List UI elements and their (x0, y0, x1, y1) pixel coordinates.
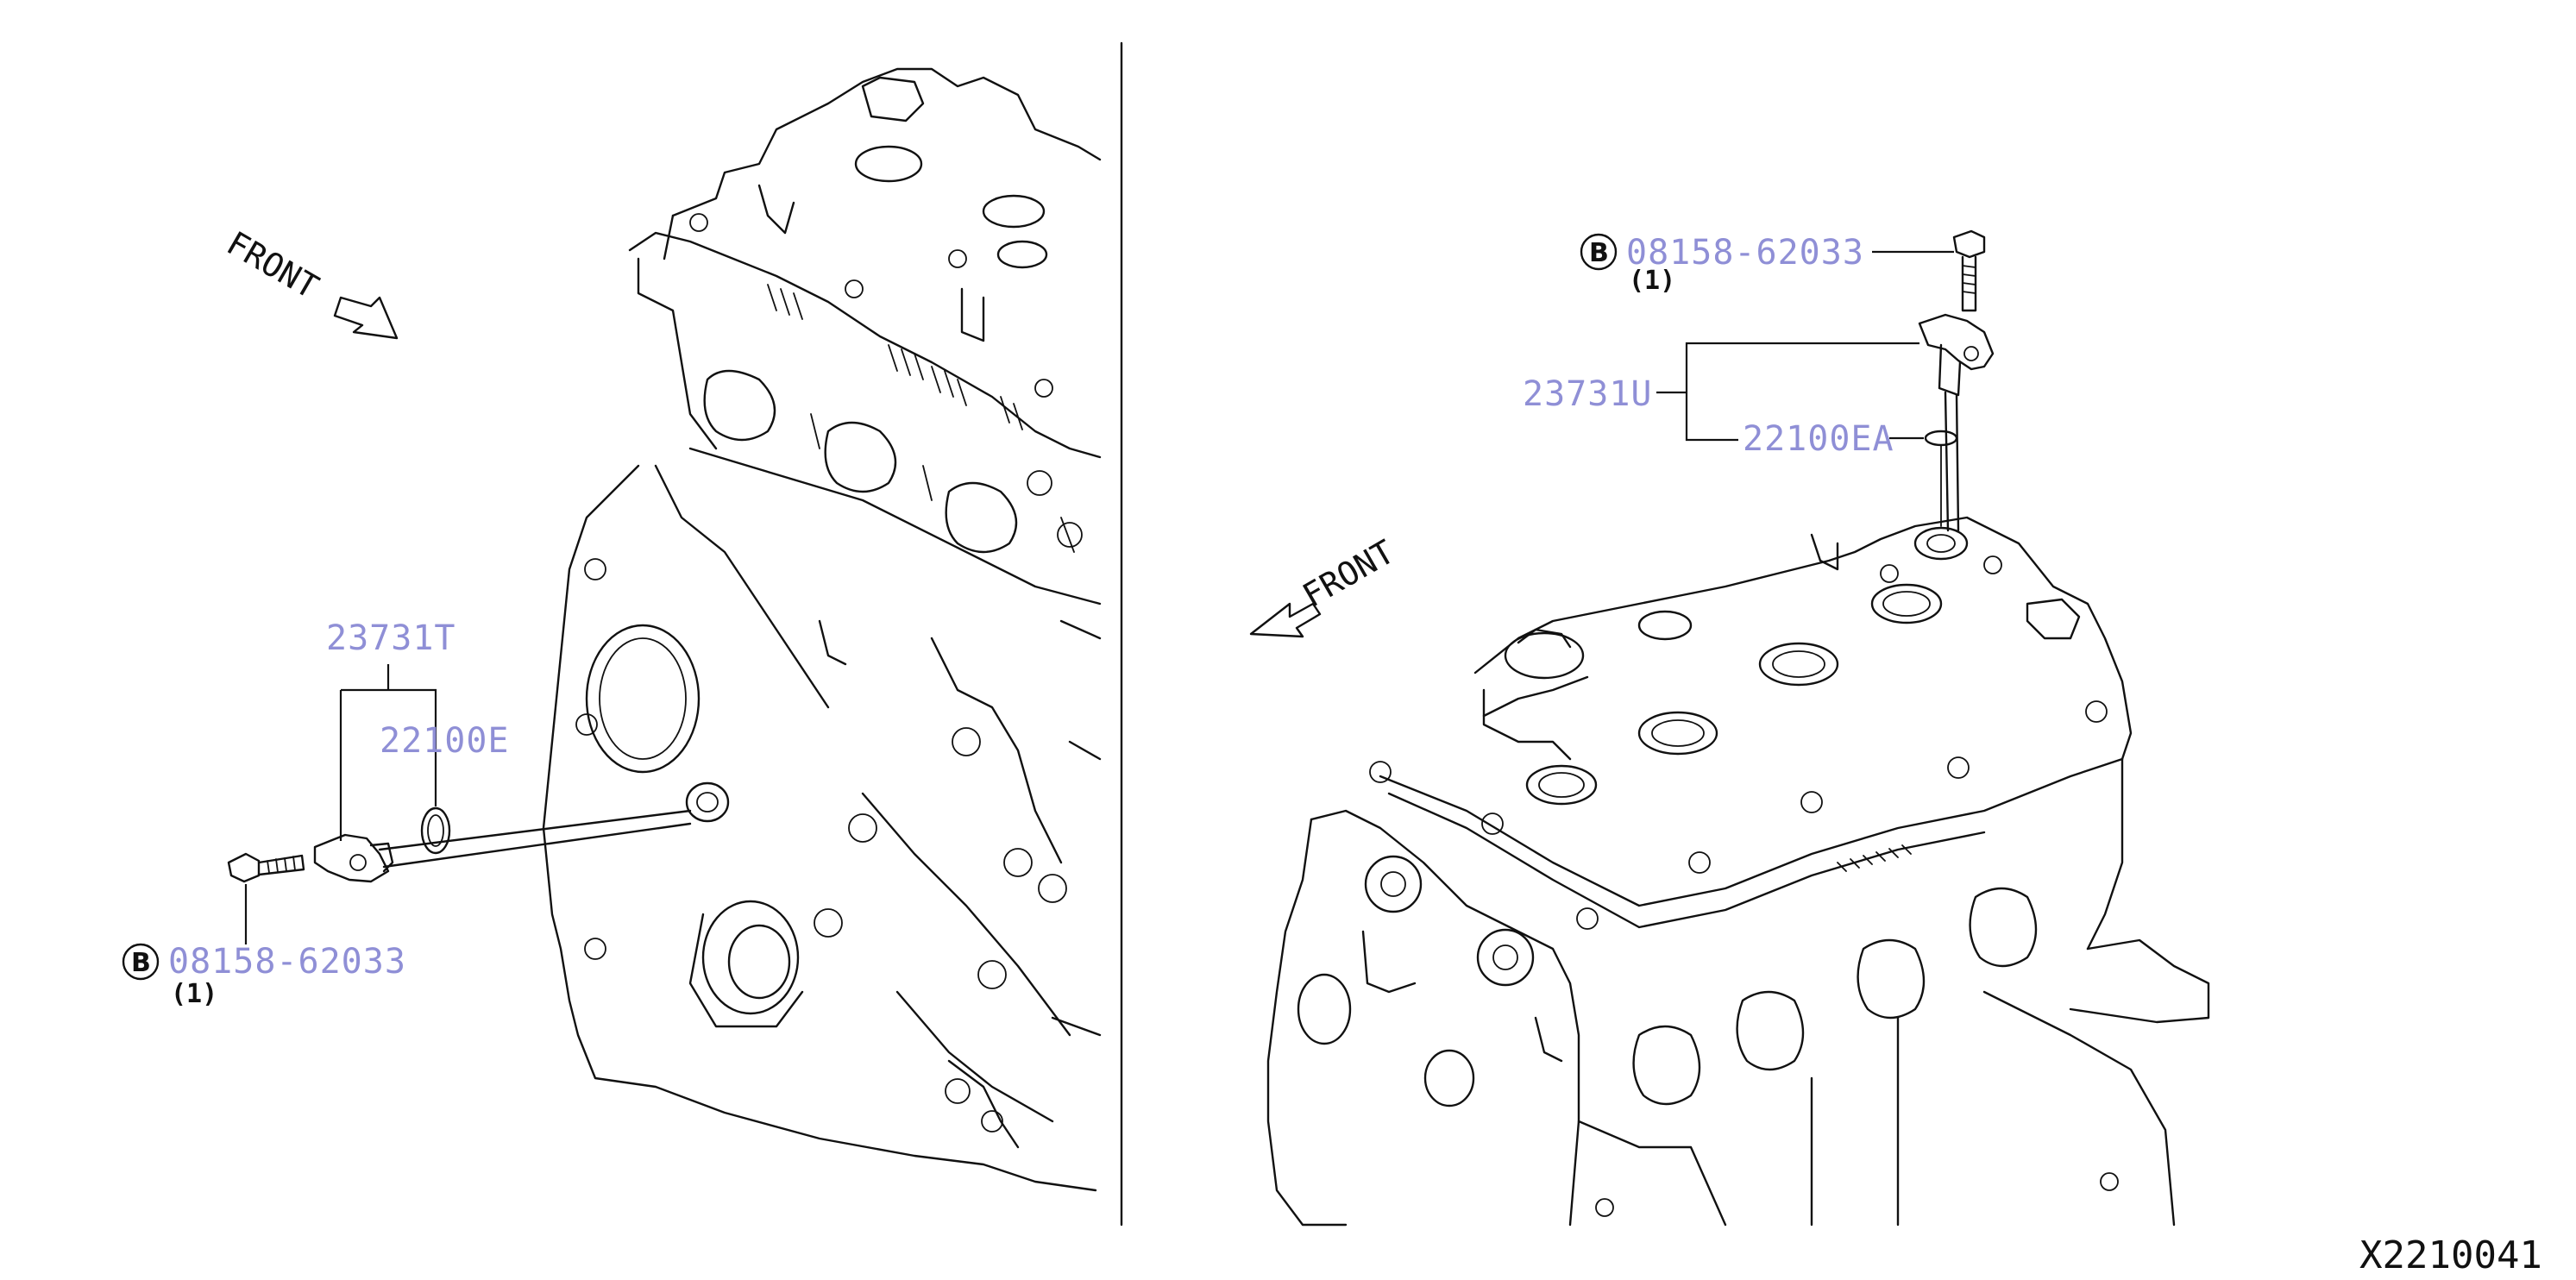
right-bolt-number: 08158-62033 (1626, 233, 1864, 273)
right-o-ring-number: 22100EA (1743, 419, 1894, 459)
left-bolt-number: 08158-62033 (168, 942, 406, 982)
left-bolt (227, 852, 305, 883)
left-cam-sensor (313, 809, 692, 883)
left-bolt-callout-letter: B (131, 948, 151, 978)
right-bolt-quantity: (1) (1629, 266, 1675, 296)
right-sensor-assembly-number: 23731U (1523, 374, 1653, 414)
figure-code: X2210041 (2359, 1233, 2542, 1277)
left-assembly-bracket (339, 664, 437, 841)
right-front-arrow-icon (1249, 602, 1322, 638)
left-o-ring (420, 806, 451, 855)
right-sensor-bore (1913, 526, 1969, 561)
right-bolt-callout-circle (1580, 233, 1618, 271)
left-o-ring-number: 22100E (380, 721, 510, 761)
left-sensor-bore (685, 781, 730, 823)
right-assembly-bracket (1656, 342, 1919, 442)
left-bolt-callout-circle (122, 943, 160, 981)
right-bolt (1952, 229, 1986, 312)
right-o-ring (1924, 430, 1958, 447)
left-front-arrow-icon (333, 296, 399, 340)
right-bolt-callout-letter: B (1589, 238, 1609, 268)
right-cam-sensor (1918, 313, 1995, 532)
left-engine-block (542, 67, 1102, 1192)
left-front-label: FRONT (221, 224, 325, 306)
left-sensor-assembly-number: 23731T (326, 618, 456, 658)
right-engine-block (1266, 516, 2210, 1227)
right-front-label: FRONT (1297, 532, 1401, 614)
left-bolt-quantity: (1) (171, 979, 217, 1009)
